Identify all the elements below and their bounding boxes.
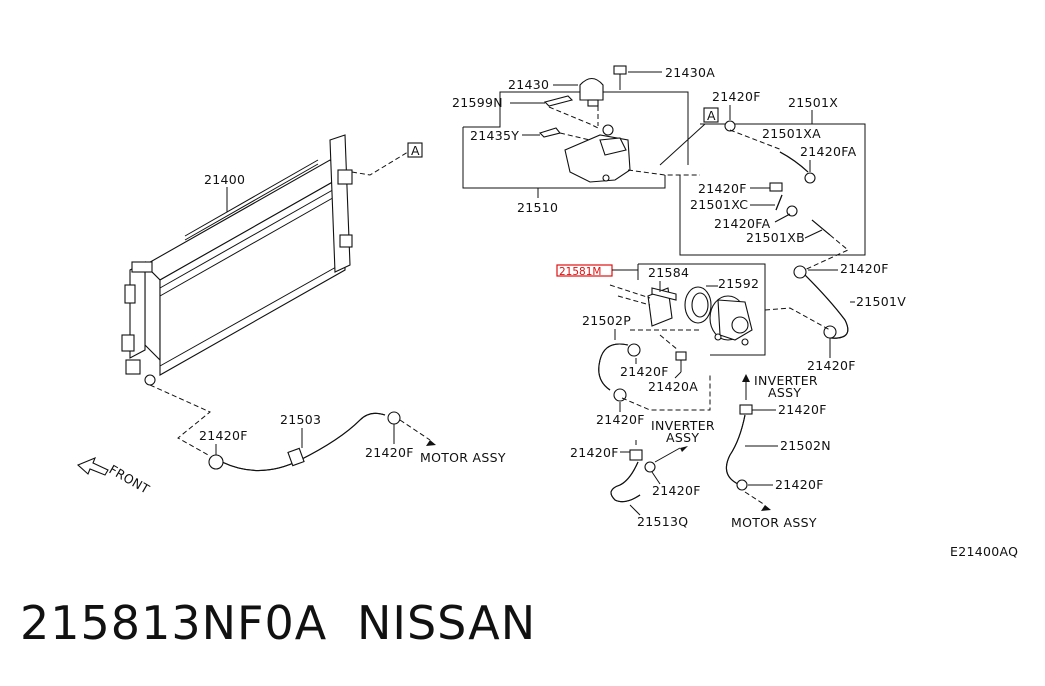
- label-21502n: 21502N: [780, 438, 831, 453]
- hose-21501x-group: [659, 120, 866, 256]
- label-21400: 21400: [204, 172, 245, 187]
- label-inverter-2a: INVERTER: [651, 418, 715, 433]
- label-21581m-highlighted[interactable]: 21581M: [559, 266, 601, 278]
- diagram-code: E21400AQ: [950, 544, 1018, 559]
- label-motor-assy-2: MOTOR ASSY: [731, 515, 817, 530]
- label-21420fa-1: 21420FA: [800, 144, 857, 159]
- label-21420f-6: 21420F: [596, 412, 645, 427]
- label-21420f-7: 21420F: [199, 428, 248, 443]
- footer-brand: NISSAN: [357, 596, 537, 650]
- front-arrow-icon: [76, 456, 109, 476]
- label-front: FRONT: [107, 462, 153, 497]
- label-21430: 21430: [508, 77, 549, 92]
- ref-a-right: A: [707, 108, 716, 123]
- ref-a-left: A: [411, 143, 420, 158]
- reservoir-group: [462, 65, 689, 189]
- label-21503: 21503: [280, 412, 321, 427]
- label-21584: 21584: [648, 265, 689, 280]
- label-21501x: 21501X: [788, 95, 838, 110]
- label-inverter-2b: ASSY: [666, 430, 699, 445]
- label-21599n: 21599N: [452, 95, 503, 110]
- label-21420a: 21420A: [648, 379, 698, 394]
- label-21420f-8: 21420F: [365, 445, 414, 460]
- label-21420f-10: 21420F: [652, 483, 701, 498]
- label-21430a: 21430A: [665, 65, 715, 80]
- label-21592: 21592: [718, 276, 759, 291]
- label-motor-assy-1: MOTOR ASSY: [420, 450, 506, 465]
- label-21420f-top: 21420F: [712, 89, 761, 104]
- label-21420f-3: 21420F: [840, 261, 889, 276]
- label-21435y: 21435Y: [470, 128, 519, 143]
- footer-part-number: 215813NF0A: [20, 596, 328, 650]
- label-inverter-1a: INVERTER: [754, 373, 818, 388]
- label-21420fa-2: 21420FA: [714, 216, 771, 231]
- label-21420f-2: 21420F: [698, 181, 747, 196]
- label-21513q: 21513Q: [637, 514, 688, 529]
- label-21501xb: 21501XB: [746, 230, 805, 245]
- label-21501xc: 21501XC: [690, 197, 748, 212]
- label-21420f-9: 21420F: [570, 445, 619, 460]
- label-21420f-11: 21420F: [778, 402, 827, 417]
- label-21420f-4: 21420F: [807, 358, 856, 373]
- label-21420f-5: 21420F: [620, 364, 669, 379]
- radiator-drawing: [121, 134, 353, 386]
- pump-group: [637, 263, 766, 356]
- label-21501v: 21501V: [856, 294, 906, 309]
- label-21501xa: 21501XA: [762, 126, 821, 141]
- label-inverter-1b: ASSY: [768, 385, 801, 400]
- label-21510: 21510: [517, 200, 558, 215]
- label-21502p: 21502P: [582, 313, 631, 328]
- label-21420f-12: 21420F: [775, 477, 824, 492]
